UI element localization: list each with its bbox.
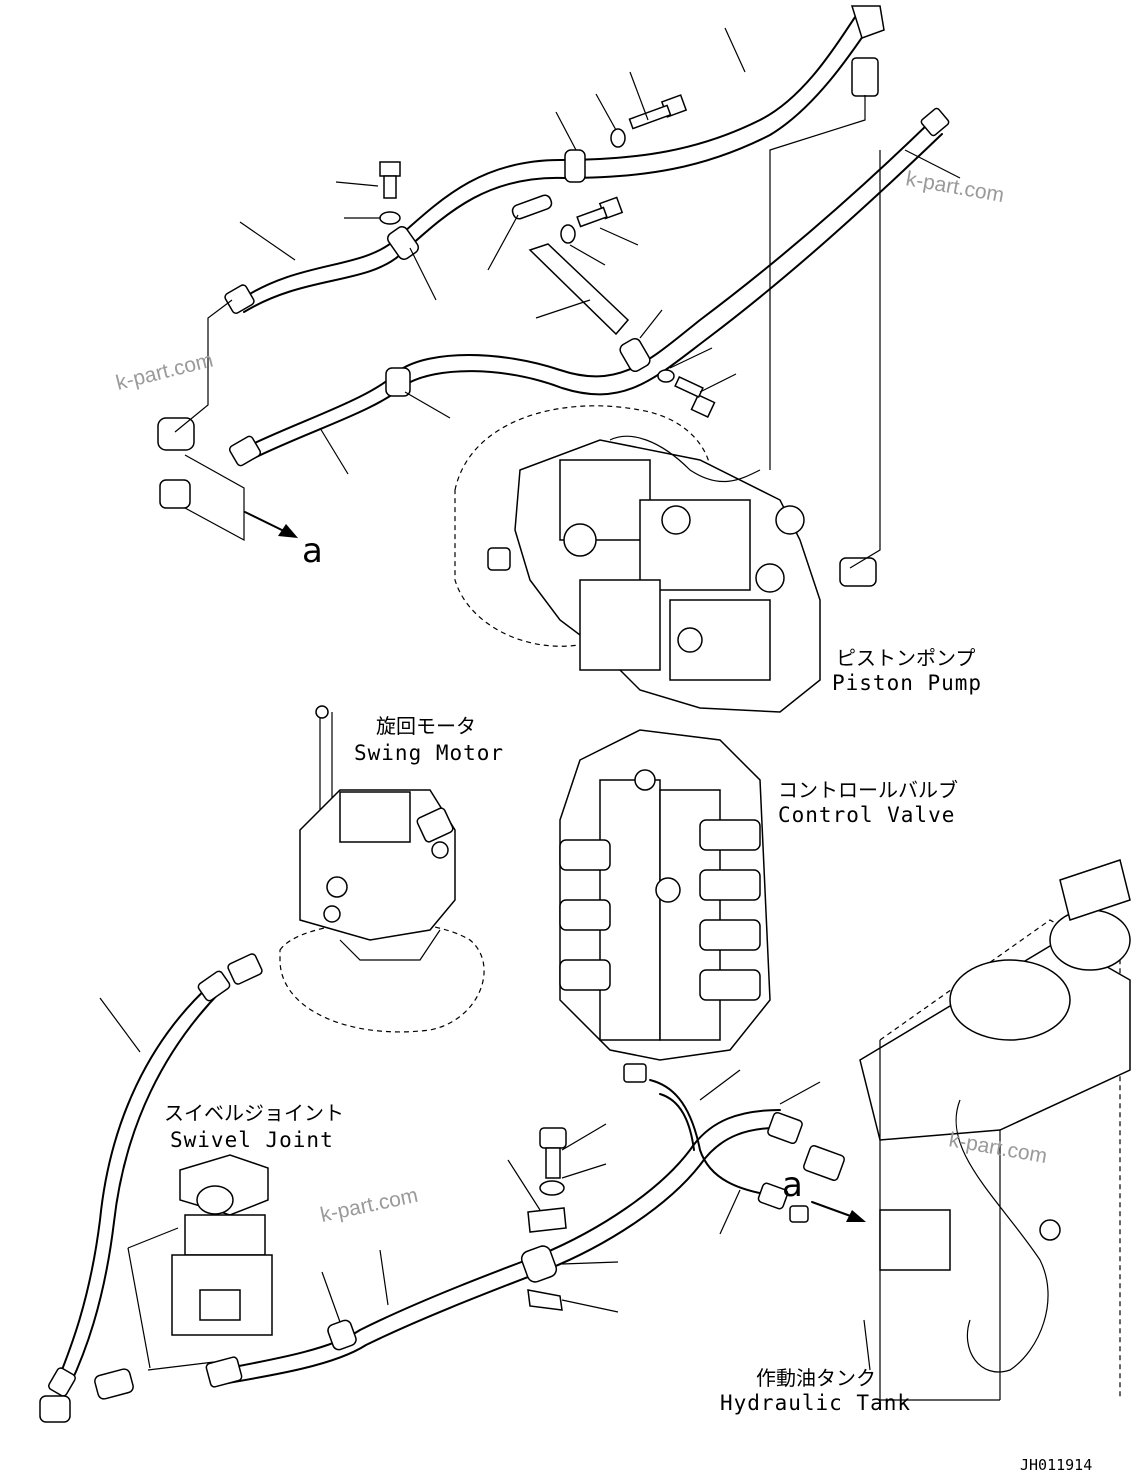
washer xyxy=(610,128,626,148)
drawing-code: JH011914 xyxy=(1020,1456,1092,1474)
control-valve-label-jp: コントロールバルブ xyxy=(778,778,958,802)
swivel-joint xyxy=(171,1154,273,1336)
hydraulic-tank-label-jp: 作動油タンク xyxy=(756,1366,876,1390)
arrow-a-lower xyxy=(811,1201,866,1222)
piston-pump-label-en: Piston Pump xyxy=(832,671,982,695)
clamp-lower-1 xyxy=(385,367,411,397)
upper-hose-lower xyxy=(228,107,950,467)
upper-hose-upper xyxy=(224,5,885,314)
swing-motor-hose xyxy=(39,953,263,1423)
watermark: k-part.com xyxy=(904,167,1006,207)
hose-fitting xyxy=(224,284,255,314)
piston-pump-label-jp: ピストンポンプ xyxy=(836,646,975,670)
hydraulic-tank xyxy=(859,859,1131,1401)
valve-spools xyxy=(559,819,761,1001)
watermark: k-part.com xyxy=(318,1184,420,1227)
clamp-lower-2 xyxy=(619,337,651,373)
control-valve-label-en: Control Valve xyxy=(778,803,955,827)
bolt xyxy=(628,94,688,130)
bolt xyxy=(674,375,716,419)
leader-lines-upper xyxy=(239,27,961,475)
bracket xyxy=(528,243,630,336)
control-valve-drain-hose xyxy=(649,1079,845,1223)
elbow-fitting xyxy=(159,479,191,509)
hose-fitting xyxy=(228,435,262,467)
bolt xyxy=(379,161,401,199)
spacer xyxy=(511,194,553,220)
arrow-a-upper xyxy=(244,511,298,538)
washer xyxy=(379,211,401,225)
swing-motor-label-jp: 旋回モータ xyxy=(376,714,476,738)
lower-clamps-bolts xyxy=(527,1127,567,1311)
swing-motor xyxy=(279,705,485,1033)
arrow-label: a xyxy=(302,531,323,571)
watermark: k-part.com xyxy=(114,349,216,395)
clamp-upper-1 xyxy=(386,226,420,260)
watermark: k-part.com xyxy=(947,1128,1049,1168)
adapter-fitting xyxy=(851,57,879,97)
washer xyxy=(560,224,576,244)
hydraulic-tank-label-en: Hydraulic Tank xyxy=(720,1391,911,1415)
elbow-fitting xyxy=(157,417,195,451)
washer xyxy=(657,369,675,383)
bolt xyxy=(576,196,624,228)
piston-pump xyxy=(454,95,881,713)
swivel-joint-label-en: Swivel Joint xyxy=(170,1128,334,1152)
control-valve xyxy=(559,729,771,1083)
hose-fitting xyxy=(920,107,950,137)
swivel-return-hose xyxy=(94,1109,803,1400)
clamp-upper-2 xyxy=(564,149,586,183)
swivel-joint-label-jp: スイベルジョイント xyxy=(164,1101,344,1125)
swing-motor-label-en: Swing Motor xyxy=(354,741,504,765)
elbow-fitting xyxy=(850,5,885,39)
leader-lines-lower xyxy=(99,997,871,1371)
arrow-label: a xyxy=(782,1165,803,1205)
